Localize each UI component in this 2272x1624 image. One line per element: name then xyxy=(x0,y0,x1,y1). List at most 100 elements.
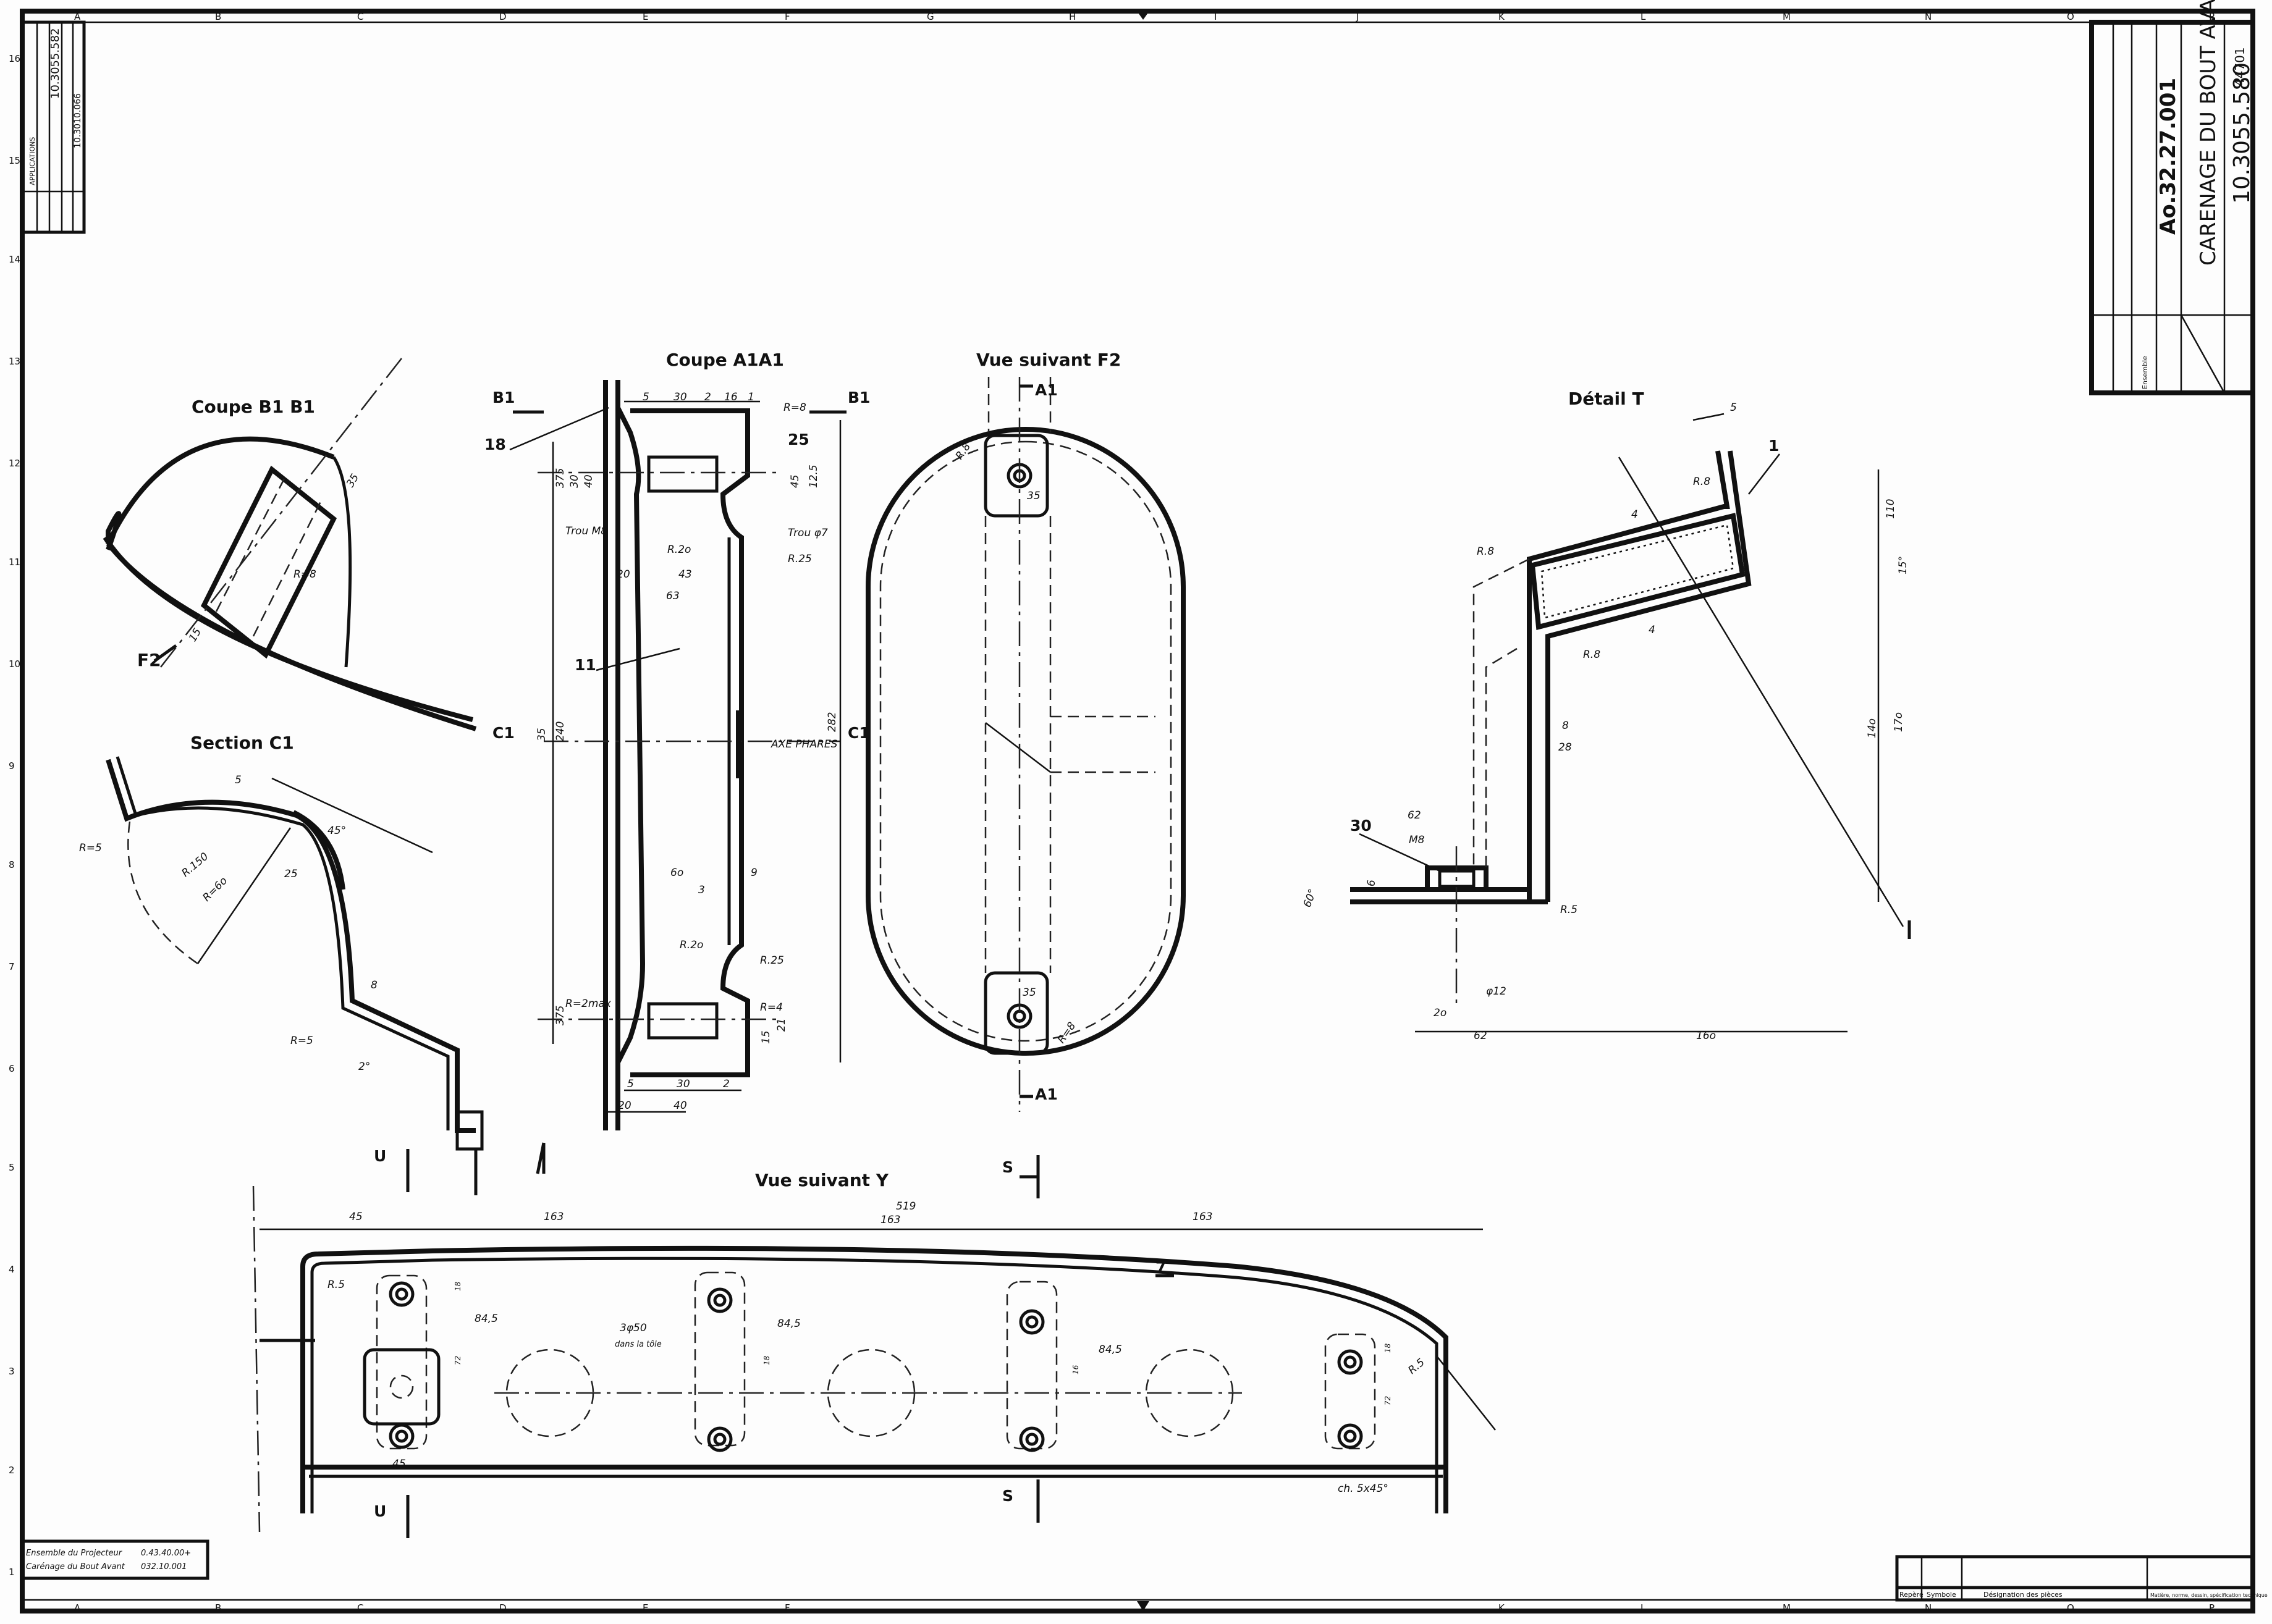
coupe-b1b1-lip xyxy=(106,511,122,551)
stud-3a xyxy=(1019,1309,1045,1335)
section-c1-clip xyxy=(536,1142,546,1174)
stud-3b-inner xyxy=(1025,1433,1039,1446)
section-mark-s-bottom: S xyxy=(1002,1487,1013,1505)
detail-t-ref30: 30 xyxy=(1350,817,1372,835)
section-c1-dim8: 8 xyxy=(371,979,378,991)
stud-2a xyxy=(707,1287,733,1313)
detail-t-hidden-2 xyxy=(1485,647,1518,868)
detail-t-dim5-leader xyxy=(1692,413,1725,421)
title-block-small: Ensemble xyxy=(2141,356,2149,389)
ref-11-leader xyxy=(596,647,680,671)
coupe-a1a1-upper-nut xyxy=(647,455,719,493)
coupe-b1b1-dim-35: 35 xyxy=(344,472,361,490)
coupe-a1a1-trou-7: Trou φ7 xyxy=(788,527,828,539)
ref-18: 18 xyxy=(484,435,506,453)
grid-col-k: K xyxy=(1498,11,1505,22)
grid-col-k-bottom: K xyxy=(1498,1602,1505,1613)
grid-rows-left: 16 15 14 13 12 11 10 9 8 7 6 5 4 3 2 1 xyxy=(9,53,20,1578)
grid-col-d-bottom: D xyxy=(499,1602,507,1613)
grid-col-m: M xyxy=(1783,11,1791,22)
grid-col-d: D xyxy=(499,11,507,22)
vue-y-d45b: 45 xyxy=(392,1458,406,1470)
grid-col-b: B xyxy=(215,11,221,22)
coupe-a1a1-bottom-dim-1: 5 xyxy=(627,1078,634,1090)
grid-row-15: 15 xyxy=(9,155,20,166)
detail-t-profile-outer xyxy=(1350,450,1730,904)
coupe-a1a1-dim20: 20 xyxy=(617,568,630,581)
section-mark-a1-top: A1 xyxy=(1035,381,1058,399)
title-block-frame xyxy=(2089,20,2255,395)
coupe-a1a1-v12: 12.5 xyxy=(808,465,820,488)
detail-t-r8c: R.8 xyxy=(1583,649,1600,661)
coupe-b1b1-hidden-1 xyxy=(215,478,285,612)
coupe-a1a1-v35: 35 xyxy=(536,728,548,741)
detail-t-r5: R.5 xyxy=(1560,904,1577,916)
stud-1a xyxy=(389,1281,415,1307)
section-mark-u-bottom: U xyxy=(374,1502,386,1520)
vue-y-outline-inner xyxy=(310,1256,1438,1513)
vue-f2-dim35a: 35 xyxy=(1027,490,1041,502)
coupe-a1a1-v375b: 375 xyxy=(554,1006,567,1025)
vue-y-d72: 72 xyxy=(454,1356,462,1365)
detail-t-foam-insert xyxy=(1529,513,1746,631)
section-c1-angle45: 45° xyxy=(327,825,346,837)
grid-col-h: H xyxy=(1069,11,1076,22)
section-c1-insert xyxy=(292,810,345,890)
coupe-a1a1-r2max: R=2max xyxy=(565,998,612,1010)
grid-row-11: 11 xyxy=(9,557,20,568)
title-block-diagonal xyxy=(2180,314,2226,393)
vue-y-studs xyxy=(389,1281,1363,1452)
coupe-a1a1-flange xyxy=(603,380,620,1130)
coupe-a1a1-title: Coupe A1A1 xyxy=(666,350,784,370)
grid-col-a: A xyxy=(74,11,81,22)
coupe-b1b1-tip xyxy=(103,536,112,545)
detail-t-title: Détail T xyxy=(1568,389,1644,409)
vue-y-corner-line xyxy=(1436,1355,1496,1431)
coupe-a1a1-r25b: R.25 xyxy=(760,954,784,967)
parts-table-header-repere: Repère xyxy=(1899,1591,1924,1599)
vue-f2-title: Vue suivant F2 xyxy=(976,350,1121,370)
detail-t-d6: 6 xyxy=(1366,880,1378,886)
coupe-b1b1-profile xyxy=(332,456,352,668)
grid-col-l: L xyxy=(1641,11,1646,22)
detail-t-profile-inner xyxy=(1545,450,1752,902)
coupe-a1a1-top-dim-5: 1 xyxy=(748,391,754,403)
vue-f2-inner xyxy=(879,440,1172,1042)
coupe-a1a1-top-dim-2: 30 xyxy=(674,391,687,403)
detail-t-d28: 28 xyxy=(1558,741,1572,754)
coupe-a1a1-v30: 30 xyxy=(568,474,581,488)
stud-4b xyxy=(1337,1423,1363,1449)
section-c1-title: Section C1 xyxy=(190,733,294,753)
vue-y-d72b: 72 xyxy=(1383,1396,1392,1405)
bottom-left-note: Ensemble du Projecteur Carénage du Bout … xyxy=(20,1539,209,1580)
vue-y-boss-1 xyxy=(376,1274,428,1450)
grid-row-13: 13 xyxy=(9,356,20,367)
vue-y-d45: 45 xyxy=(349,1211,363,1223)
stud-2b-inner xyxy=(713,1433,727,1446)
grid-col-p: P xyxy=(2209,11,2215,22)
section-c1-r150: R.150 xyxy=(179,851,211,880)
detail-t-d15: 15° xyxy=(1897,556,1909,574)
stud-4a xyxy=(1337,1349,1363,1375)
grid-row-1: 1 xyxy=(9,1567,15,1578)
parts-table-header-designation: Désignation des pièces xyxy=(1983,1591,2063,1599)
coupe-a1a1-bottom-dim-4: 20 xyxy=(618,1100,631,1112)
coupe-a1a1-v282: 282 xyxy=(826,712,838,732)
grid-row-8: 8 xyxy=(9,859,15,870)
stud-3b xyxy=(1019,1426,1045,1452)
coupe-a1a1-lower-nut xyxy=(647,1002,719,1040)
stud-1c xyxy=(389,1423,415,1449)
coupe-a1a1-trou-m8: Trou M8 xyxy=(565,525,607,537)
coupe-a1a1-axe-phares: AXE PHARES xyxy=(771,738,838,751)
grid-columns-top: A B C D E F G H I J K L M N O P xyxy=(74,11,2215,22)
detail-t-phi12: φ12 xyxy=(1486,985,1506,998)
coupe-a1a1-r25: R.25 xyxy=(788,553,812,565)
vue-y-d18: 18 xyxy=(454,1281,462,1291)
vue-y-d84c: 84,5 xyxy=(1099,1344,1122,1356)
vue-y-r5b: R.5 xyxy=(1406,1356,1427,1376)
bottom-left-line-1: Ensemble du Projecteur xyxy=(26,1549,123,1558)
f2-arrow-shaft xyxy=(153,644,177,663)
title-block-number: 10.3055.580 xyxy=(2229,62,2255,204)
coupe-a1a1-v40: 40 xyxy=(583,474,595,488)
detail-t-d170: 17o xyxy=(1893,712,1905,732)
